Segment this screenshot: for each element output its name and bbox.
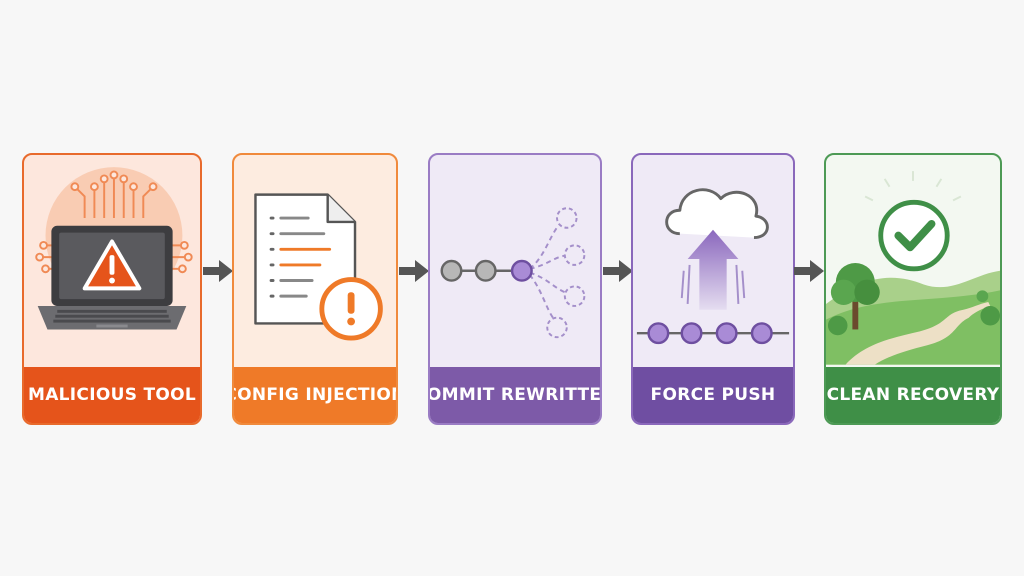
branching-commits-icon	[430, 155, 600, 367]
step-label: FORCE PUSH	[633, 367, 793, 423]
alert-document-icon	[234, 155, 396, 367]
step-card-malicious-tool: MALICIOUS TOOL	[22, 153, 202, 425]
step-card-commit-rewritten: COMMIT REWRITTEN	[428, 153, 602, 425]
arrow-right-icon	[601, 258, 635, 284]
warning-laptop-icon	[24, 155, 200, 367]
step-label: COMMIT REWRITTEN	[430, 367, 600, 423]
arrow-right-icon	[792, 258, 826, 284]
step-card-config-injection: CONFIG INJECTION	[232, 153, 398, 425]
step-label: CLEAN RECOVERY	[826, 367, 1000, 423]
step-card-force-push: FORCE PUSH	[631, 153, 795, 425]
arrow-right-icon	[397, 258, 431, 284]
cloud-upload-icon	[633, 155, 793, 367]
step-label: MALICIOUS TOOL	[24, 367, 200, 423]
check-landscape-icon	[826, 155, 1000, 367]
step-card-clean-recovery: CLEAN RECOVERY	[824, 153, 1002, 425]
arrow-right-icon	[201, 258, 235, 284]
step-label: CONFIG INJECTION	[234, 367, 396, 423]
